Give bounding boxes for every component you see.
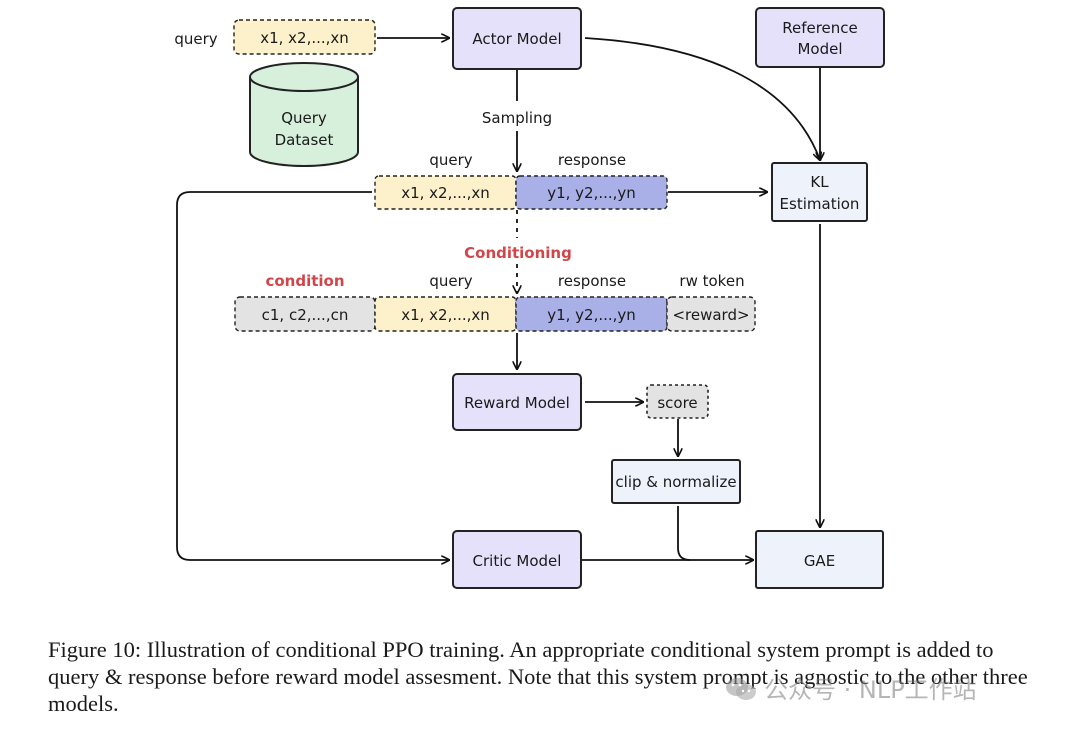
row2-condition-header: condition — [265, 272, 344, 290]
conditioning-label: Conditioning — [464, 244, 572, 262]
query-input-text: x1, x2,...,xn — [260, 29, 349, 47]
arrow-actor-to-kl — [584, 37, 820, 160]
row1-response-box — [515, 175, 668, 210]
row2-response-header: response — [558, 272, 626, 290]
score-box — [646, 384, 709, 419]
kl-estimation-label-1: KL — [810, 173, 829, 191]
row2-condition-text: c1, c2,...,cn — [262, 306, 349, 324]
watermark-text: 公众号 · NLP工作站 — [764, 676, 977, 704]
row2-rw-header: rw token — [679, 272, 744, 290]
reward-model-label: Reward Model — [464, 394, 570, 412]
reference-model-box — [755, 7, 885, 68]
query-input-box — [233, 19, 376, 55]
wechat-icon — [726, 678, 756, 700]
row2-query-text: x1, x2,...,xn — [401, 306, 490, 324]
row2-reward-text: <reward> — [672, 306, 749, 324]
arrow-query-to-critic — [176, 191, 449, 560]
row1-query-box — [374, 175, 517, 210]
reference-model-label-1: Reference — [782, 19, 858, 37]
row1-query-text: x1, x2,...,xn — [401, 184, 490, 202]
row2-query-box — [374, 296, 517, 332]
figure-caption: Figure 10: Illustration of conditional P… — [48, 637, 1028, 716]
query-dataset-label-1: Query — [281, 109, 327, 127]
reward-model-box — [452, 373, 582, 431]
row1-query-header: query — [429, 151, 472, 169]
row2-response-text: y1, y2,...,yn — [547, 306, 636, 324]
kl-estimation-box — [771, 162, 868, 222]
ppo-diagram: query x1, x2,...,xn Actor Model Referenc… — [174, 7, 885, 589]
query-dataset-icon — [249, 62, 359, 167]
query-label: query — [174, 30, 217, 48]
clip-normalize-box — [611, 459, 741, 504]
row1-response-text: y1, y2,...,yn — [547, 184, 636, 202]
query-dataset-label-2: Dataset — [275, 131, 334, 149]
actor-model-box — [452, 7, 582, 70]
score-label: score — [657, 394, 697, 412]
reference-model-label-2: Model — [797, 40, 842, 58]
row2-query-header: query — [429, 272, 472, 290]
row1-response-header: response — [558, 151, 626, 169]
actor-model-label: Actor Model — [472, 30, 561, 48]
critic-model-box — [452, 530, 582, 589]
kl-estimation-label-2: Estimation — [780, 195, 860, 213]
gae-box — [755, 530, 884, 589]
gae-label: GAE — [804, 552, 835, 570]
arrow-clip-to-gae — [677, 506, 691, 561]
critic-model-label: Critic Model — [473, 552, 562, 570]
watermark: 公众号 · NLP工作站 — [724, 670, 977, 705]
connectors — [176, 37, 820, 561]
row2-reward-box — [666, 296, 756, 332]
clip-normalize-label: clip & normalize — [615, 473, 736, 491]
sampling-label: Sampling — [482, 109, 552, 127]
